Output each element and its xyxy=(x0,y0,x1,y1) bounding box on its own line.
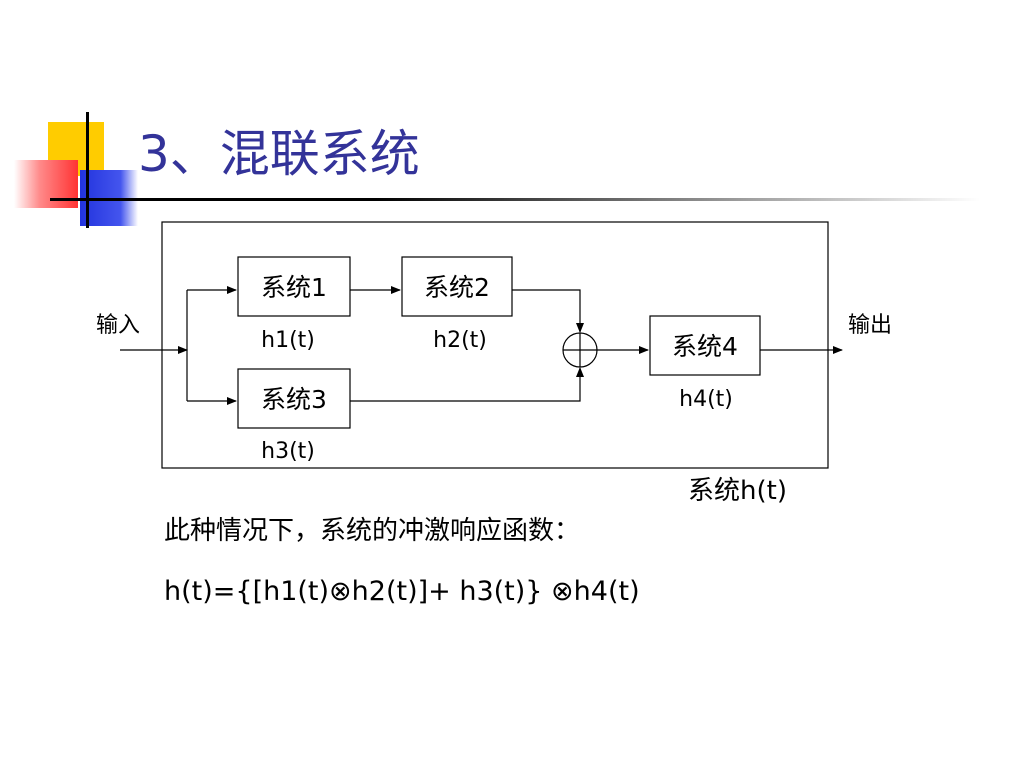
arrow-system2-to-adder xyxy=(512,289,584,333)
system2-block xyxy=(401,256,513,317)
h3-label: h3(t) xyxy=(261,439,315,464)
decor-vertical-line xyxy=(86,112,89,228)
h4-label: h4(t) xyxy=(679,387,733,412)
system1-block xyxy=(237,256,351,317)
system4-block xyxy=(649,315,761,376)
slide-title: 3、混联系统 xyxy=(138,125,420,183)
output-label: 输出 xyxy=(848,313,892,338)
system4-label: 系统4 xyxy=(672,332,738,361)
overall-system-label: 系统h(t) xyxy=(688,476,787,506)
h1-label: h1(t) xyxy=(261,328,315,353)
system1-label: 系统1 xyxy=(261,273,327,302)
h2-label: h2(t) xyxy=(433,328,487,353)
system3-label: 系统3 xyxy=(261,385,327,414)
overall-system-frame xyxy=(161,221,829,469)
formula-text: h(t)={[h1(t)⊗h2(t)]+ h3(t)} ⊗h4(t) xyxy=(164,576,640,607)
system3-block xyxy=(237,368,351,429)
input-label: 输入 xyxy=(96,313,140,338)
decor-title-underline xyxy=(50,198,980,201)
system2-label: 系统2 xyxy=(424,273,490,302)
description-text: 此种情况下，系统的冲激响应函数： xyxy=(164,516,581,546)
arrow-system3-to-adder xyxy=(350,367,584,402)
